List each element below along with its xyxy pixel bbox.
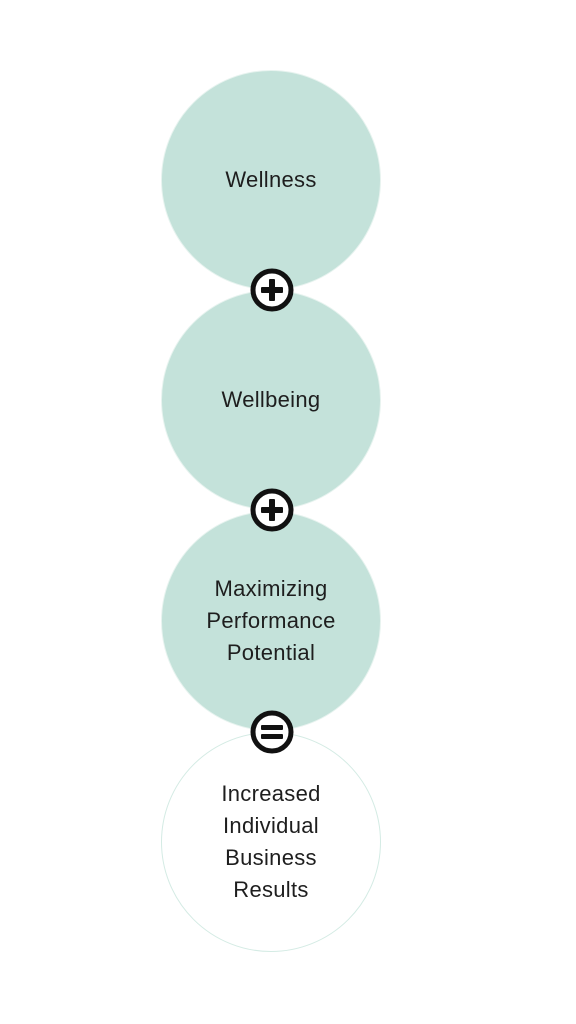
plus-icon xyxy=(250,268,294,312)
wellness-label: Wellness xyxy=(225,167,317,192)
plus-icon xyxy=(250,488,294,532)
performance-label: Maximizing Performance Potential xyxy=(206,576,336,665)
wellbeing-circle: Wellbeing xyxy=(161,290,381,510)
wellness-circle: Wellness xyxy=(161,70,381,290)
results-circle: Increased Individual Business Results xyxy=(161,732,381,952)
wellbeing-label: Wellbeing xyxy=(221,387,321,412)
results-label: Increased Individual Business Results xyxy=(221,781,321,902)
performance-circle: Maximizing Performance Potential xyxy=(161,511,381,731)
equals-icon xyxy=(250,710,294,754)
